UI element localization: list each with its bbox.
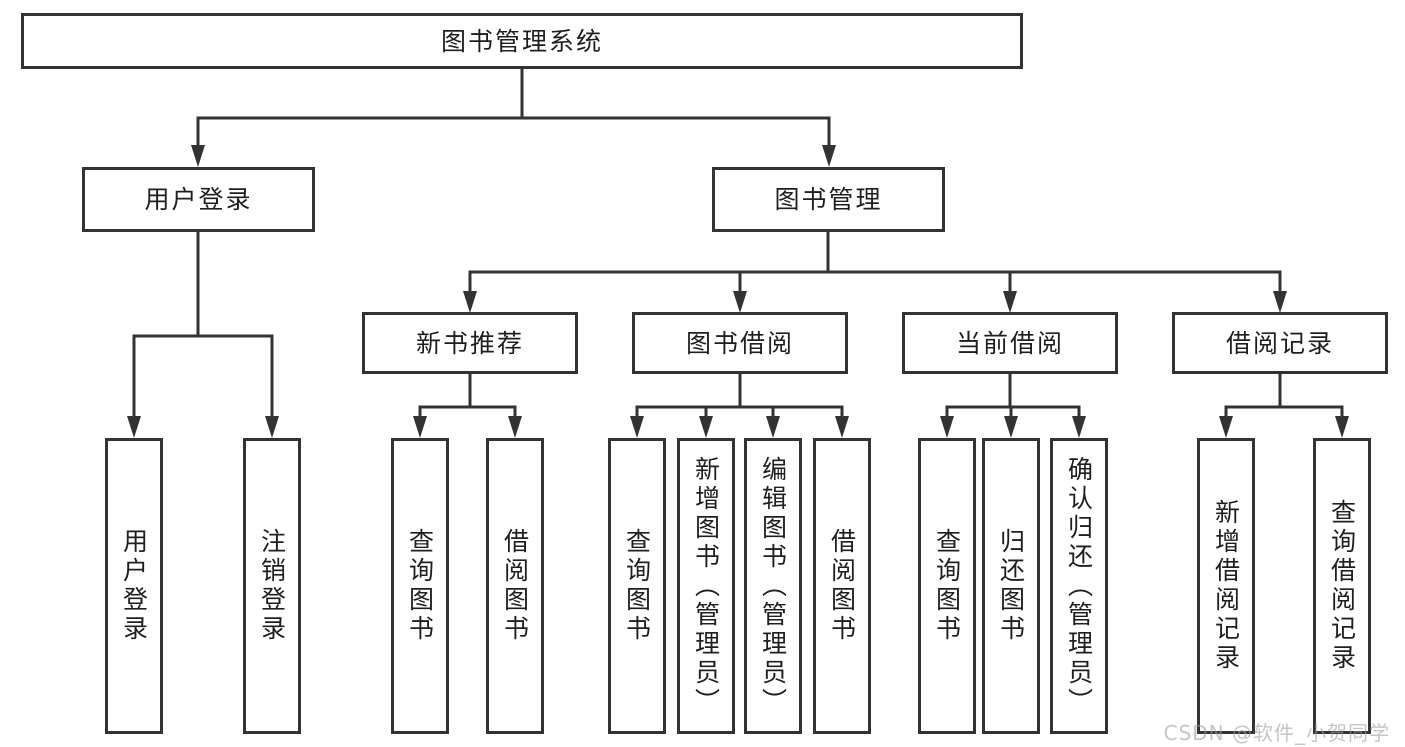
leaf-borrow-book-2: 借阅图书	[813, 438, 871, 734]
leaf-add-borrow-record: 新增借阅记录	[1197, 438, 1255, 734]
node-book-management-label: 图书管理	[774, 185, 883, 214]
leaf-query-book-2: 查询图书	[608, 438, 666, 734]
leaf-query-borrow-record-label: 查询借阅记录	[1327, 499, 1357, 673]
node-book-borrow-label: 图书借阅	[685, 328, 794, 358]
node-current-borrow: 当前借阅	[902, 312, 1118, 374]
csdn-watermark: CSDN @软件_小贺同学	[1163, 721, 1390, 745]
leaf-return-book: 归还图书	[982, 438, 1040, 734]
connector-book-borrow-group	[630, 374, 849, 438]
leaf-query-borrow-record: 查询借阅记录	[1313, 438, 1371, 734]
leaf-add-book-admin-label: 新增图书（管理员）	[691, 455, 721, 717]
leaf-logout-label: 注销登录	[257, 528, 287, 644]
leaf-borrow-book-1-label: 借阅图书	[500, 528, 530, 644]
leaf-query-book-1-label: 查询图书	[405, 528, 435, 644]
node-root-label: 图书管理系统	[440, 26, 603, 56]
node-book-management: 图书管理	[712, 167, 945, 232]
node-new-book-recommend: 新书推荐	[362, 312, 578, 374]
leaf-user-login-label: 用户登录	[119, 528, 149, 644]
node-borrow-record-label: 借阅记录	[1225, 328, 1334, 358]
leaf-add-borrow-record-label: 新增借阅记录	[1211, 499, 1241, 673]
node-new-book-recommend-label: 新书推荐	[415, 328, 524, 358]
leaf-return-book-label: 归还图书	[996, 528, 1026, 644]
node-borrow-record: 借阅记录	[1172, 312, 1388, 374]
node-root: 图书管理系统	[21, 13, 1023, 69]
leaf-edit-book-admin: 编辑图书（管理员）	[744, 438, 802, 734]
leaf-logout: 注销登录	[243, 438, 301, 734]
leaf-add-book-admin: 新增图书（管理员）	[677, 438, 735, 734]
leaf-confirm-return-admin-label: 确认归还（管理员）	[1064, 455, 1094, 717]
leaf-query-book-1: 查询图书	[391, 438, 449, 734]
node-user-login: 用户登录	[82, 167, 315, 232]
node-current-borrow-label: 当前借阅	[955, 328, 1064, 358]
leaf-edit-book-admin-label: 编辑图书（管理员）	[758, 455, 788, 717]
connector-root-to-level2	[191, 69, 836, 167]
connector-book-mgmt-to-level3	[463, 232, 1287, 313]
connector-current-borrow-group	[940, 374, 1086, 438]
node-user-login-label: 用户登录	[144, 185, 253, 214]
node-book-borrow: 图书借阅	[632, 312, 848, 374]
leaf-user-login: 用户登录	[105, 438, 163, 734]
connector-user-login-branch	[127, 232, 279, 438]
leaf-query-book-3: 查询图书	[918, 438, 976, 734]
leaf-query-book-3-label: 查询图书	[932, 528, 962, 644]
connector-borrow-record-group	[1219, 374, 1349, 438]
connector-new-book-group	[413, 374, 522, 438]
leaf-borrow-book-2-label: 借阅图书	[827, 528, 857, 644]
leaf-confirm-return-admin: 确认归还（管理员）	[1050, 438, 1108, 734]
leaf-query-book-2-label: 查询图书	[622, 528, 652, 644]
leaf-borrow-book-1: 借阅图书	[486, 438, 544, 734]
